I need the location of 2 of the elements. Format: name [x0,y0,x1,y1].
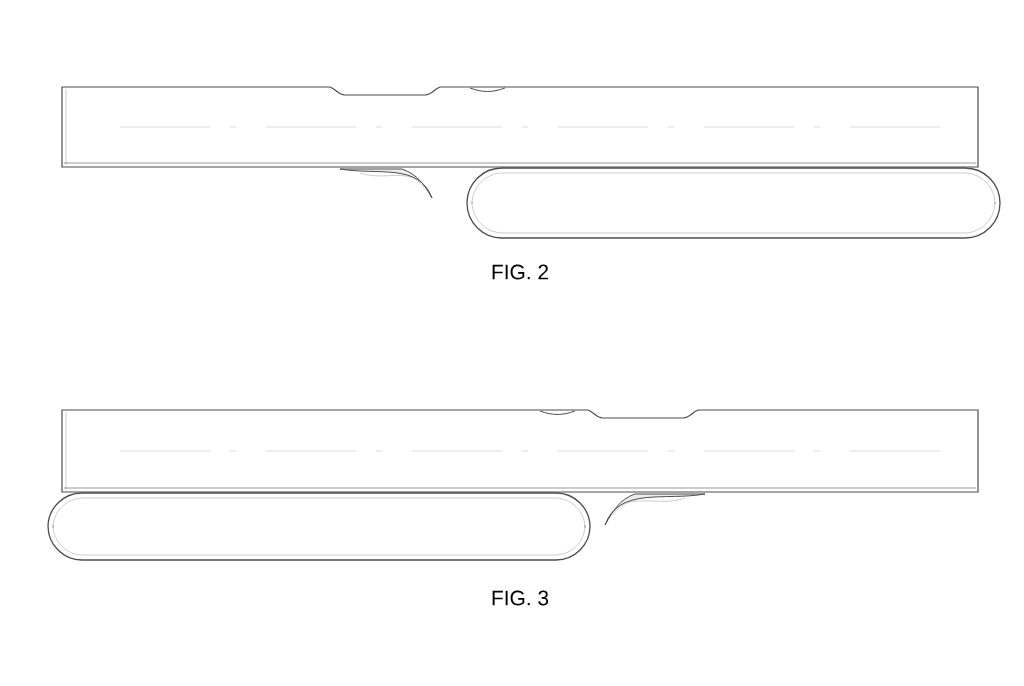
figure-label: FIG. 2 [492,264,548,280]
figure-label: FIG. 3 [492,590,549,606]
